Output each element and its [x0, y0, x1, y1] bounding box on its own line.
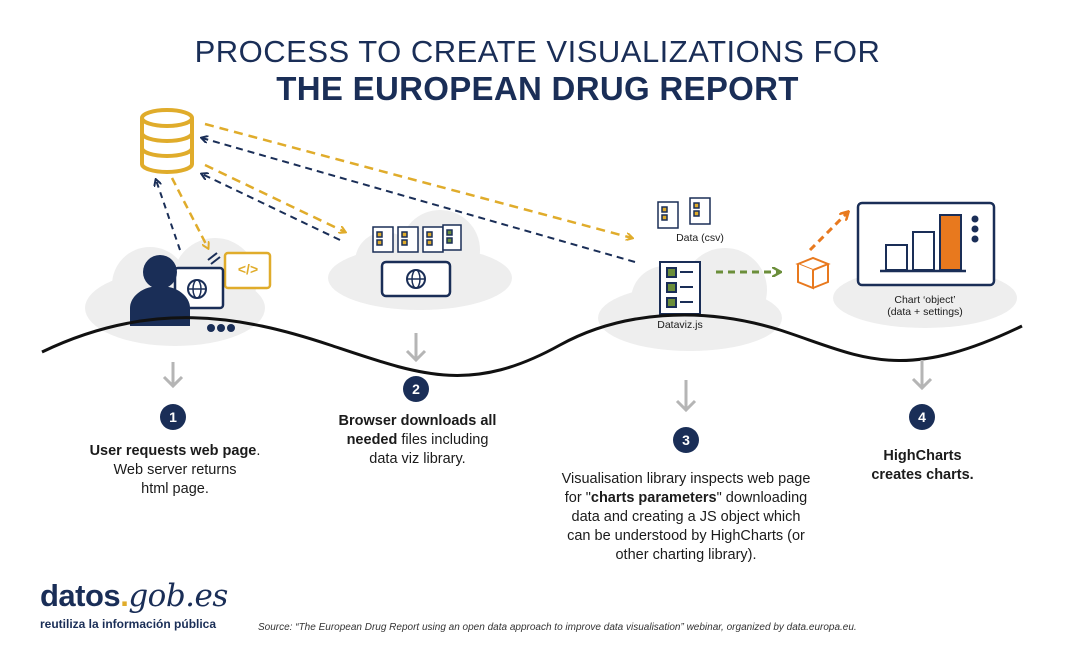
step-2-text: Browser downloads all needed files inclu… — [338, 413, 497, 467]
globe-icon — [380, 260, 452, 298]
chart-object-label: Chart ‘object’ (data + settings) — [887, 294, 963, 318]
more-dots — [207, 324, 235, 332]
step-4-text: HighCharts creates charts. — [871, 448, 974, 483]
step-3-text: Visualisation library inspects web page … — [561, 471, 811, 563]
arrow-db-to-dataviz — [204, 122, 632, 238]
browser-window-user — [173, 266, 225, 310]
code-tag: </> — [237, 261, 259, 277]
spark-lines — [207, 230, 890, 265]
data-csv-label: Data (csv) — [676, 232, 724, 244]
package-icon — [795, 256, 831, 290]
document-icon-dataviz — [659, 261, 701, 315]
document-icon-csv — [657, 197, 711, 229]
arrow-db-to-user — [170, 177, 208, 248]
arrow-dataviz-to-db — [202, 138, 636, 263]
arrow-user-to-db — [156, 180, 181, 251]
datos-gob-logo[interactable]: datos.gob.es — [40, 578, 228, 614]
step-1-number: 1 — [160, 404, 186, 430]
step-3-number: 3 — [673, 427, 699, 453]
title-line-2: THE EUROPEAN DRUG REPORT — [276, 70, 799, 107]
arrow-browser-to-db — [202, 174, 341, 241]
step-1-text: User requests web page. Web server retur… — [89, 443, 261, 497]
logo-tagline: reutiliza la información pública — [40, 617, 217, 631]
document-icon-group-2 — [372, 224, 462, 253]
user-icon — [130, 255, 190, 326]
step-4-number: 4 — [909, 404, 935, 430]
dataviz-js-label: Dataviz.js — [657, 319, 703, 331]
database-icon — [140, 108, 194, 174]
timeline-wave — [41, 313, 1023, 377]
source-note: Source: “The European Drug Report using … — [258, 622, 857, 633]
step-2-number: 2 — [403, 376, 429, 402]
code-icon — [223, 251, 272, 290]
title-line-1: PROCESS TO CREATE VISUALIZATIONS FOR — [194, 34, 881, 69]
arrow-db-to-browser — [204, 163, 345, 232]
arrow-package-to-chart — [808, 212, 848, 252]
down-arrows — [162, 333, 933, 413]
chart-icon — [856, 201, 996, 287]
